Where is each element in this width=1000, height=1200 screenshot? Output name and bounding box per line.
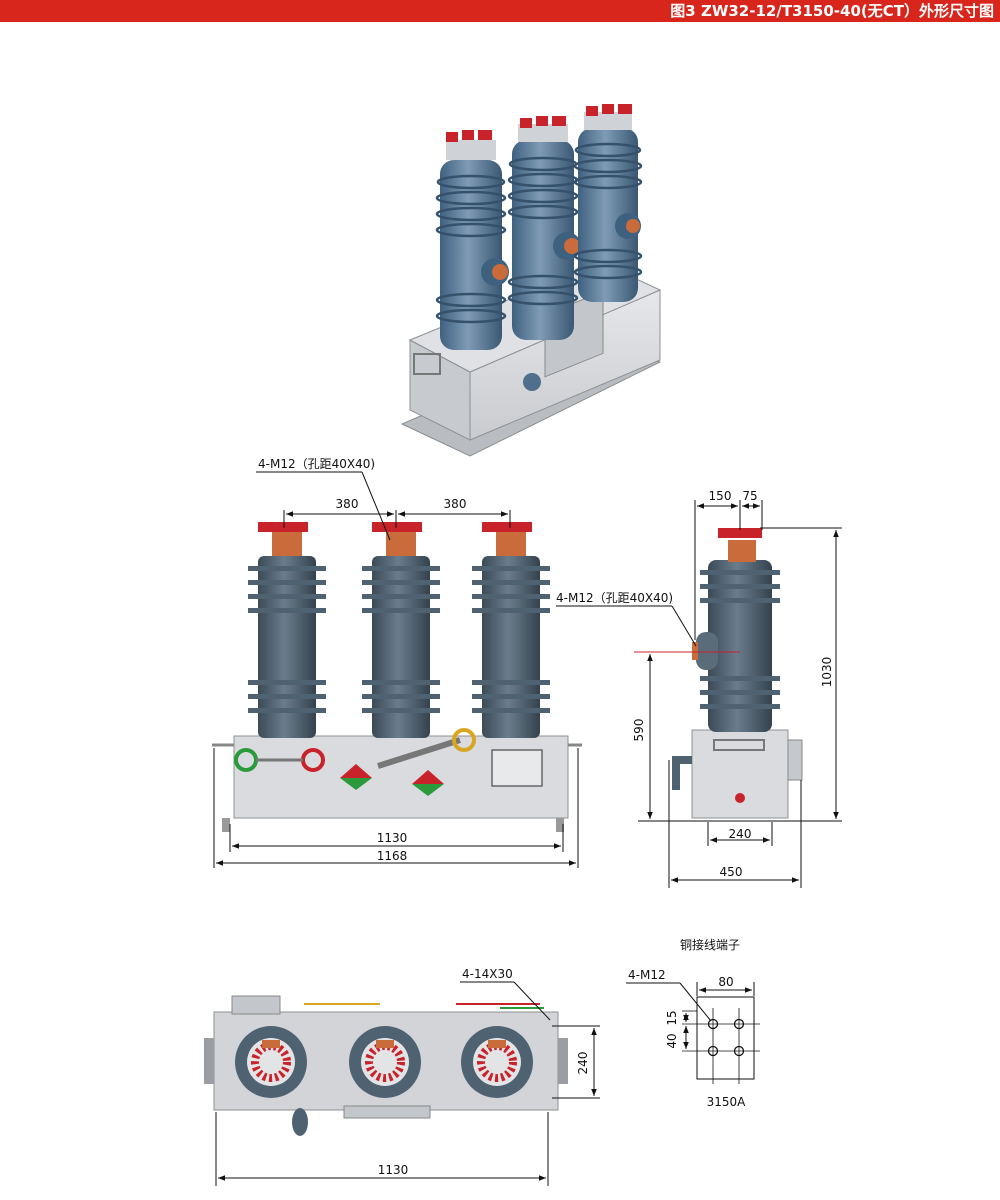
- top-insulator-2: [349, 1026, 421, 1098]
- dim-side-height: 1030: [820, 657, 834, 688]
- terminal-dim-pitch: 40: [665, 1033, 679, 1048]
- page-title: 图3 ZW32-12/T3150-40(无CT）外形尺寸图: [670, 2, 994, 20]
- dim-inner-width: 1130: [377, 831, 408, 845]
- dim-side-top-left: 150: [709, 489, 732, 503]
- dim-side-top-right: 75: [742, 489, 757, 503]
- dim-side-depth: 450: [720, 865, 743, 879]
- dim-pitch-right: 380: [444, 497, 467, 511]
- iso-insulator-2: [507, 116, 581, 340]
- front-callout: 4-M12（孔距40X40): [258, 457, 375, 471]
- front-insulator-1: [248, 522, 326, 738]
- iso-insulator-3: [573, 104, 643, 302]
- dim-pitch-left: 380: [336, 497, 359, 511]
- front-insulator-3: [472, 522, 550, 738]
- dim-top-side: 240: [576, 1052, 590, 1075]
- isometric-view: [400, 104, 662, 457]
- dim-axis-height: 590: [632, 719, 646, 742]
- side-view: 150 75 4-M12（孔距40X40) 1030 590 240 450: [556, 489, 842, 888]
- top-callout: 4-14X30: [462, 967, 513, 981]
- terminal-dim-width: 80: [718, 975, 733, 989]
- terminal-title: 铜接线端子: [680, 937, 740, 952]
- terminal-rating: 3150A: [707, 1095, 747, 1109]
- side-callout: 4-M12（孔距40X40): [556, 591, 673, 605]
- front-view: 380 380 4-M12（孔距40X40) 1130 1168: [212, 457, 582, 868]
- top-insulator-1: [235, 1026, 307, 1098]
- terminal-dim-top: 15: [665, 1010, 679, 1025]
- dim-side-base: 240: [729, 827, 752, 841]
- top-view: 4-14X30 240 1130: [204, 967, 600, 1186]
- title-bar: 图3 ZW32-12/T3150-40(无CT）外形尺寸图: [0, 0, 1000, 22]
- iso-insulator-1: [435, 130, 509, 350]
- dim-top-width: 1130: [378, 1163, 409, 1177]
- dim-outer-width: 1168: [377, 849, 408, 863]
- terminal-callout: 4-M12: [628, 968, 666, 982]
- terminal-detail: 铜接线端子 80 15 40 4-M12 3150A: [626, 937, 760, 1109]
- top-insulator-3: [461, 1026, 533, 1098]
- front-insulator-2: [362, 522, 440, 738]
